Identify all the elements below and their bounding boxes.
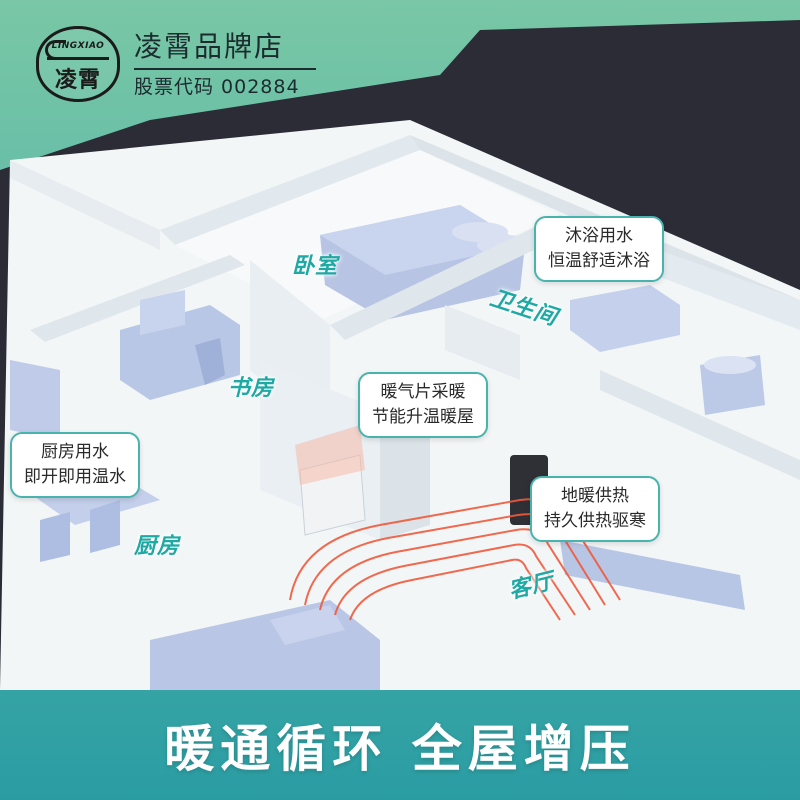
room-label-study: 书房: [228, 376, 275, 401]
callout-radiator: 暖气片采暖 节能升温暖屋: [358, 372, 488, 438]
wall-top: [160, 135, 420, 245]
wall-corridor: [330, 215, 580, 340]
callout-title: 沐浴用水: [565, 226, 633, 246]
tv-cabinet: [560, 540, 745, 610]
wall-left: [10, 160, 160, 250]
kitchen-chair: [40, 512, 70, 562]
brand-info: 凌霄品牌店 股票代码 002884: [134, 30, 316, 99]
callout-title: 地暖供热: [561, 486, 629, 506]
brand-header: LINGXIAO 凌霄 凌霄品牌店 股票代码 002884: [36, 26, 316, 102]
callout-bath-water: 沐浴用水 恒温舒适沐浴: [534, 216, 664, 282]
monitor: [140, 290, 185, 335]
bathtub: [570, 285, 680, 352]
coffee-table: [270, 605, 345, 645]
room-label-kitchen: 厨房: [134, 534, 181, 559]
slogan-band: 暖通循环 全屋增压: [0, 690, 800, 800]
cabinet: [10, 360, 60, 440]
callout-floor-heating: 地暖供热 持久供热驱寒: [530, 476, 660, 542]
logo-mark: LINGXIAO: [45, 34, 109, 60]
callout-title: 厨房用水: [41, 442, 109, 462]
floorplan-illustration: [0, 20, 800, 690]
callout-subtitle: 持久供热驱寒: [544, 511, 646, 531]
chair: [195, 338, 225, 385]
callout-kitchen-water: 厨房用水 即开即用温水: [10, 432, 140, 498]
kitchen-chair: [90, 500, 120, 553]
slogan-text: 暖通循环 全屋增压: [164, 720, 636, 778]
brand-logo: LINGXIAO 凌霄: [36, 26, 120, 102]
logo-text: 凌霄: [54, 68, 101, 93]
wall-study-top: [30, 255, 245, 342]
wall-bath-left: [445, 305, 520, 380]
house-floorplan-scene: [0, 20, 800, 690]
callout-subtitle: 即开即用温水: [24, 467, 126, 487]
callout-title: 暖气片采暖: [380, 382, 466, 402]
radiator-heat-glow: [295, 425, 365, 485]
callout-subtitle: 节能升温暖屋: [372, 407, 474, 427]
sink-basin: [704, 356, 756, 374]
stock-code: 股票代码 002884: [134, 75, 300, 98]
brand-name: 凌霄品牌店: [134, 29, 285, 63]
room-label-bedroom: 卧室: [292, 254, 339, 279]
callout-subtitle: 恒温舒适沐浴: [548, 251, 650, 271]
wall-right-room: [600, 370, 800, 480]
logo-mark-text: LINGXIAO: [51, 40, 105, 51]
brand-divider: [134, 67, 316, 70]
